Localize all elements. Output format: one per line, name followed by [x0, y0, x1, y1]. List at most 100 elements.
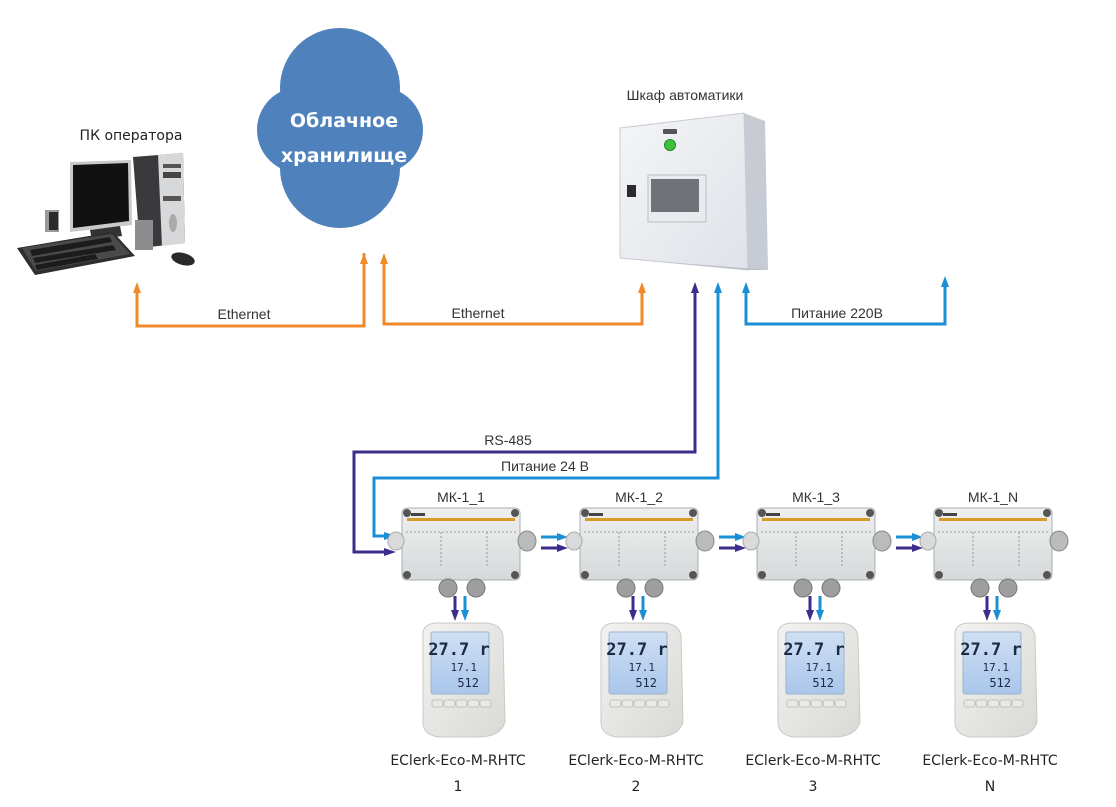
- module-name: МК-1_3: [792, 489, 840, 505]
- sensor-reading-3: 512: [989, 676, 1011, 690]
- arrow-down-icon: [629, 610, 637, 621]
- power-220-link: [744, 285, 947, 326]
- sensor-model-label: EClerk-Eco-M-RHTC: [745, 753, 881, 769]
- module-name: МК-1_N: [968, 489, 1018, 505]
- connections: [133, 253, 949, 556]
- arrow-down-icon: [451, 610, 459, 621]
- arrow-down-icon: [461, 610, 469, 621]
- sensor-button[interactable]: [455, 699, 468, 708]
- arrow-down-icon: [993, 610, 1001, 621]
- module-name: МК-1_1: [437, 489, 485, 505]
- module-box-icon: [387, 507, 537, 598]
- sensor-device-icon: 27.7 r17.1 512: [600, 622, 684, 738]
- sensor-model-label: EClerk-Eco-M-RHTC: [568, 753, 704, 769]
- sensor-button[interactable]: [621, 699, 634, 708]
- sensor-index-label: 3: [809, 779, 818, 795]
- sensor-reading-1: 27.7 r: [960, 640, 1021, 660]
- module-name: МК-1_2: [615, 489, 663, 505]
- power-24-label: Питание 24 В: [501, 458, 589, 474]
- operator-pc: ПК оператора: [17, 128, 195, 275]
- desktop-computer-icon: [17, 153, 195, 275]
- sensor-reading-1: 27.7 r: [783, 640, 844, 660]
- sensor-button[interactable]: [798, 699, 811, 708]
- sensor-button[interactable]: [786, 699, 799, 708]
- cloud-label-line1: Облачное: [290, 110, 398, 132]
- sensor-reading-3: 512: [457, 676, 479, 690]
- sensor-reading-3: 512: [635, 676, 657, 690]
- electrical-cabinet-icon: [619, 112, 768, 271]
- sensor-reading-1: 27.7 r: [606, 640, 667, 660]
- sensor-reading-3: 512: [812, 676, 834, 690]
- sensor-button[interactable]: [822, 699, 835, 708]
- automation-cabinet: Шкаф автоматики: [619, 87, 768, 271]
- sensor-reading-2: 17.1: [806, 661, 833, 674]
- sensor-index-label: 1: [454, 779, 463, 795]
- arrow-up-icon: [133, 282, 141, 293]
- arrow-right-icon: [735, 544, 746, 552]
- sensor-button[interactable]: [810, 699, 823, 708]
- sensor-button[interactable]: [987, 699, 1000, 708]
- arrow-down-icon: [806, 610, 814, 621]
- sensor-button[interactable]: [479, 699, 492, 708]
- modules: МК-1_127.7 r17.1512EClerk-Eco-M-RHTC1МК-…: [387, 489, 1069, 795]
- sensor-button[interactable]: [467, 699, 480, 708]
- sensor-model-label: EClerk-Eco-M-RHTC: [922, 753, 1058, 769]
- operator-pc-label: ПК оператора: [80, 128, 183, 144]
- module-box-icon: [565, 507, 715, 598]
- ethernet-label-1: Ethernet: [218, 306, 271, 322]
- arrow-up-icon: [714, 282, 722, 293]
- sensor-button[interactable]: [645, 699, 658, 708]
- arrow-right-icon: [735, 533, 746, 541]
- sensor-device-icon: 27.7 r17.1 512: [954, 622, 1038, 738]
- arrow-right-icon: [912, 533, 923, 541]
- cloud-storage: Облачное хранилище: [257, 28, 423, 228]
- ethernet-link-cloud-cabinet: [382, 264, 644, 326]
- cloud-icon: [257, 28, 423, 228]
- cloud-label-line2: хранилище: [281, 145, 407, 167]
- arrow-down-icon: [983, 610, 991, 621]
- sensor-index-label: 2: [632, 779, 641, 795]
- sensor-device-icon: 27.7 r17.1 512: [777, 622, 861, 738]
- sensor-button[interactable]: [609, 699, 622, 708]
- arrow-right-icon: [384, 548, 396, 556]
- arrow-up-icon: [638, 282, 646, 293]
- sensor-button[interactable]: [1011, 699, 1024, 708]
- arrow-up-icon: [941, 276, 949, 287]
- sensor-reading-2: 17.1: [451, 661, 478, 674]
- arrow-right-icon: [557, 533, 568, 541]
- module-box-icon: [919, 507, 1069, 598]
- arrow-up-icon: [380, 253, 388, 264]
- ethernet-link-pc-cloud: [135, 253, 366, 328]
- arrow-down-icon: [639, 610, 647, 621]
- sensor-device-icon: 27.7 r17.1 512: [422, 622, 506, 738]
- sensor-button[interactable]: [975, 699, 988, 708]
- sensor-button[interactable]: [834, 699, 847, 708]
- sensor-button[interactable]: [633, 699, 646, 708]
- arrow-right-icon: [557, 544, 568, 552]
- arrow-up-icon: [691, 282, 699, 293]
- sensor-reading-2: 17.1: [983, 661, 1010, 674]
- arrow-up-icon: [360, 253, 368, 264]
- sensor-button[interactable]: [999, 699, 1012, 708]
- rs485-label: RS-485: [484, 432, 532, 448]
- module-box-icon: [742, 507, 892, 598]
- power-220-label: Питание 220В: [791, 305, 883, 321]
- sensor-button[interactable]: [963, 699, 976, 708]
- arrow-right-icon: [912, 544, 923, 552]
- sensor-model-label: EClerk-Eco-M-RHTC: [390, 753, 526, 769]
- ethernet-label-2: Ethernet: [452, 305, 505, 321]
- automation-cabinet-label: Шкаф автоматики: [627, 87, 744, 103]
- power-24-link: [372, 291, 720, 538]
- sensor-reading-1: 27.7 r: [428, 640, 489, 660]
- arrow-up-icon: [742, 282, 750, 293]
- sensor-index-label: N: [985, 779, 995, 795]
- sensor-button[interactable]: [657, 699, 670, 708]
- sensor-button[interactable]: [443, 699, 456, 708]
- sensor-button[interactable]: [431, 699, 444, 708]
- sensor-reading-2: 17.1: [629, 661, 656, 674]
